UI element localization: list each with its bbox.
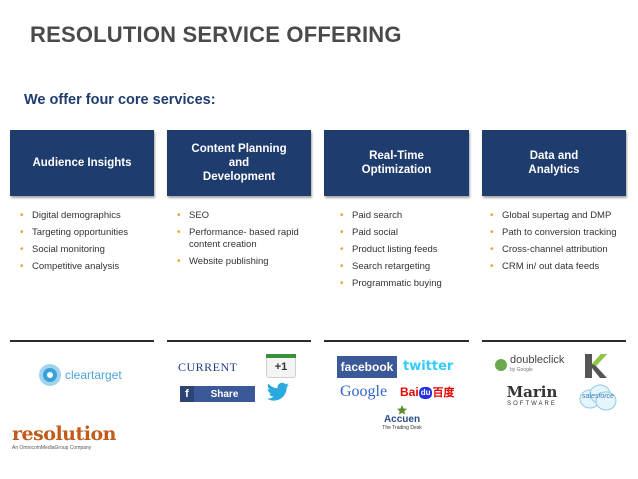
facebook-share-button: f Share	[180, 386, 255, 402]
column-header-audience-insights: Audience Insights	[10, 130, 154, 196]
header-line: Real-Time	[369, 150, 424, 162]
list-item: •Website publishing	[177, 256, 269, 267]
column-header-label: Real-Time Optimization	[362, 149, 432, 177]
resolution-logo: resolution An OmnicomMediaGroup Company	[12, 424, 116, 451]
bullet-list-audience-insights: •Digital demographics •Targeting opportu…	[20, 210, 150, 278]
cleartarget-icon	[39, 364, 61, 386]
divider	[324, 340, 469, 342]
doubleclick-ball-icon	[495, 359, 507, 371]
column-header-real-time-optimization: Real-Time Optimization	[324, 130, 469, 196]
google-text: Google	[340, 383, 388, 400]
column-header-content-planning: Content Planning and Development	[167, 130, 311, 196]
header-line: and	[228, 157, 250, 169]
plus-one-text: +1	[274, 361, 288, 373]
current-logo: CURRENT	[178, 360, 238, 374]
list-item: •Digital demographics	[20, 210, 121, 221]
list-item: •CRM in/ out data feeds	[490, 261, 600, 272]
kenshoo-k-icon	[583, 352, 607, 380]
resolution-logo-text: resolution	[12, 423, 116, 445]
marin-text: Marin	[506, 383, 558, 401]
list-item: •Path to conversion tracking	[490, 227, 617, 238]
bullet-list-real-time-optimization: •Paid search •Paid social •Product listi…	[340, 210, 470, 295]
list-item: •Performance- based rapid content creati…	[177, 227, 299, 250]
twitter-logo: twitter	[403, 359, 454, 374]
header-line: Development	[202, 171, 276, 183]
accuen-star-icon	[397, 405, 407, 415]
list-item: •SEO	[177, 210, 210, 221]
list-item: •Programmatic buying	[340, 278, 442, 289]
salesforce-text: salesforce	[582, 393, 614, 400]
marin-subtext: SOFTWARE	[507, 401, 557, 407]
doubleclick-subtext: by Google	[510, 367, 533, 373]
column-header-label: Audience Insights	[32, 157, 132, 169]
column-header-data-analytics: Data and Analytics	[482, 130, 626, 196]
divider	[482, 340, 626, 342]
accuen-logo: Accuen The Trading Desk	[376, 405, 428, 431]
list-item: •Targeting opportunities	[20, 227, 129, 238]
column-header-label: Content Planning and Development	[191, 142, 286, 184]
header-line: Data and	[529, 150, 579, 162]
page-subtitle: We offer four core services:	[24, 92, 216, 108]
baidu-chinese-text: 百度	[432, 386, 455, 399]
accuen-text: Accuen	[383, 414, 421, 425]
list-item: •Cross-channel attribution	[490, 244, 608, 255]
cleartarget-logo: cleartarget	[38, 362, 138, 388]
facebook-f-icon: f	[180, 386, 194, 402]
doubleclick-logo: doubleclick by Google	[495, 353, 575, 377]
list-item: •Paid social	[340, 227, 398, 238]
facebook-logo: facebook	[337, 356, 397, 378]
share-label: Share	[210, 388, 239, 400]
plus-one-bar	[266, 354, 296, 358]
header-line: Analytics	[528, 164, 580, 176]
marin-software-logo: Marin SOFTWARE	[500, 384, 564, 410]
list-item: •Product listing feeds	[340, 244, 438, 255]
list-item: •Paid search	[340, 210, 403, 221]
baidu-paw-icon: du	[418, 386, 433, 399]
column-header-label: Data and Analytics	[528, 149, 579, 177]
list-item: •Search retargeting	[340, 261, 431, 272]
accuen-subtext: The Trading Desk	[382, 425, 422, 431]
page-title: RESOLUTION SERVICE OFFERING	[30, 22, 402, 47]
twitter-bird-icon	[266, 382, 290, 404]
baidu-text: Bai	[400, 385, 419, 399]
list-item: •Global supertag and DMP	[490, 210, 612, 221]
bullet-list-data-analytics: •Global supertag and DMP •Path to conver…	[490, 210, 622, 278]
header-line: Optimization	[361, 164, 432, 176]
list-item: •Social monitoring	[20, 244, 105, 255]
salesforce-logo: salesforce	[578, 384, 618, 412]
cleartarget-text: cleartarget	[65, 368, 122, 382]
bullet-list-content-planning: •SEO •Performance- based rapid content c…	[177, 210, 309, 273]
resolution-logo-subtext: An OmnicomMediaGroup Company	[12, 445, 92, 451]
header-line: Content Planning	[191, 143, 287, 155]
divider	[167, 340, 311, 342]
salesforce-cloud-icon	[579, 384, 617, 411]
list-item: •Competitive analysis	[20, 261, 120, 272]
google-plus-one-icon: +1	[266, 354, 296, 378]
doubleclick-text: doubleclick	[510, 354, 565, 366]
google-logo: Google	[340, 381, 396, 403]
divider	[10, 340, 154, 342]
